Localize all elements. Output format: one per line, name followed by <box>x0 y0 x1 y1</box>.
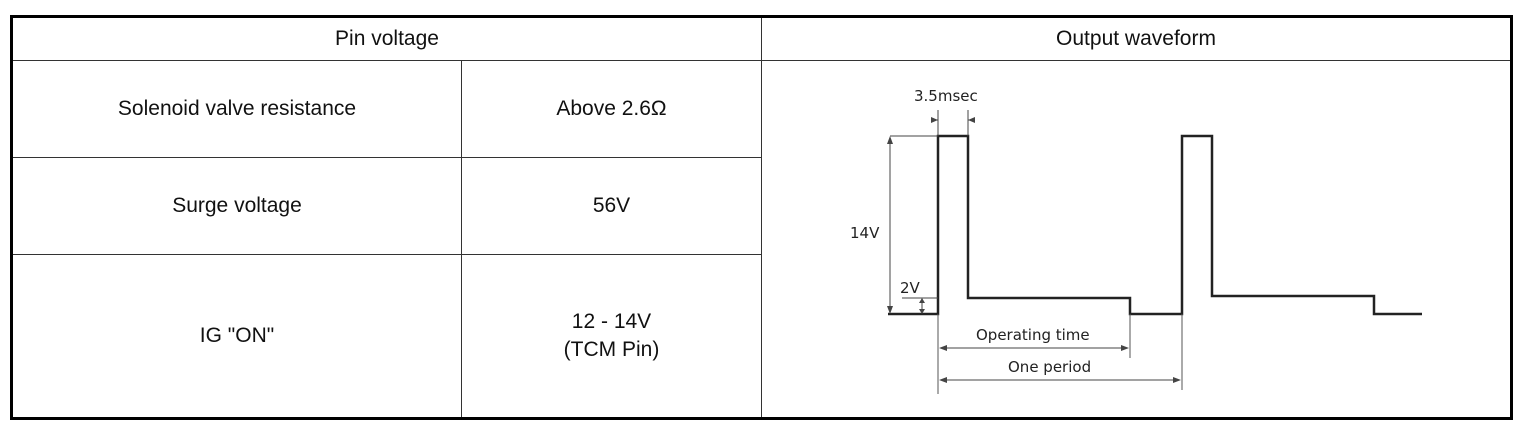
row-label-solenoid-resistance: Solenoid valve resistance <box>11 60 462 158</box>
period-label: One period <box>1008 358 1091 376</box>
low-level-arrowhead-bottom <box>919 309 925 314</box>
amplitude-arrowhead-bottom <box>887 306 893 314</box>
operating-time-label: Operating time <box>976 326 1090 344</box>
waveform-trace <box>888 134 1422 316</box>
pin-voltage-header: Pin voltage <box>11 16 762 61</box>
pulse-width-label: 3.5msec <box>914 87 978 105</box>
table-row: Solenoid valve resistance Above 2.6Ω 3.5… <box>11 60 1512 419</box>
period-arrowhead-right <box>1173 377 1181 383</box>
pulse-width-arrowhead-right <box>968 117 975 123</box>
table-row: Surge voltage 56V <box>11 157 1512 255</box>
waveform-diagram: 3.5msec 14V 2V <box>850 87 1422 394</box>
amplitude-arrowhead-top <box>887 136 893 144</box>
operating-time-arrowhead-left <box>939 345 947 351</box>
row-label-surge-voltage: Surge voltage <box>11 157 462 255</box>
table-row: IG "ON" 12 - 14V (TCM Pin) <box>11 254 1512 419</box>
output-waveform-header: Output waveform <box>761 16 1512 61</box>
period-arrowhead-left <box>939 377 947 383</box>
row-value-solenoid-resistance: Above 2.6Ω <box>461 60 762 158</box>
ig-on-tcm-pin-note: (TCM Pin) <box>563 338 660 361</box>
row-value-surge-voltage: 56V <box>461 157 762 255</box>
row-label-ig-on: IG "ON" <box>11 254 462 419</box>
pulse-width-arrowhead-left <box>931 117 938 123</box>
row-value-ig-on: 12 - 14V (TCM Pin) <box>461 254 762 419</box>
operating-time-arrowhead-right <box>1121 345 1129 351</box>
header-row: Pin voltage Output waveform <box>11 16 1512 61</box>
waveform-cell: 3.5msec 14V 2V <box>761 60 1512 419</box>
low-level-arrowhead-top <box>919 298 925 303</box>
amplitude-label: 14V <box>850 224 880 242</box>
ig-on-voltage-range: 12 - 14V <box>571 310 652 333</box>
low-level-label: 2V <box>900 279 921 297</box>
spec-table: Pin voltage Output waveform Solenoid val… <box>10 15 1513 420</box>
